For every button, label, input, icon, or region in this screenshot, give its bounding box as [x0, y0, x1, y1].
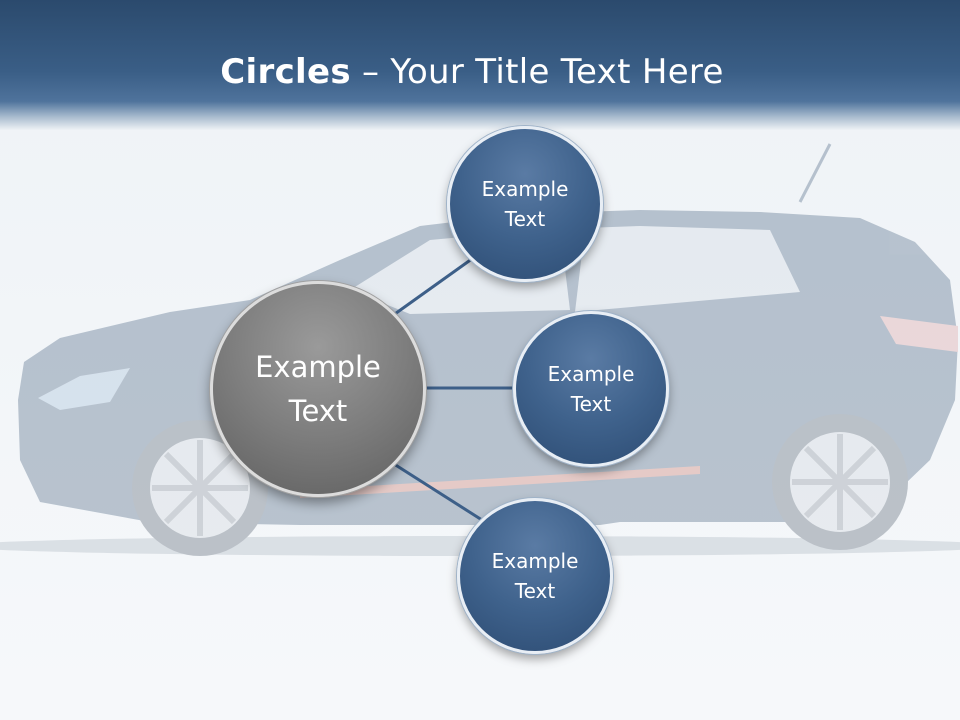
connector-line-top [391, 254, 477, 318]
title-bold: Circles [220, 52, 351, 92]
node-label-line1: Example [481, 177, 569, 201]
node-label-line2: Text [514, 579, 556, 603]
node-label-line2: Text [570, 392, 612, 416]
title-bar [0, 0, 960, 130]
node-label-line1: Example [547, 362, 635, 386]
center-label-line2: Text [288, 394, 348, 428]
node-label-line1: Example [491, 549, 579, 573]
connector-line-bottom [393, 462, 483, 522]
node-label-line2: Text [504, 207, 546, 231]
title-rest: – Your Title Text Here [350, 52, 724, 92]
slide-title: Circles – Your Title Text Here [0, 52, 944, 92]
center-label-line1: Example [255, 350, 381, 384]
